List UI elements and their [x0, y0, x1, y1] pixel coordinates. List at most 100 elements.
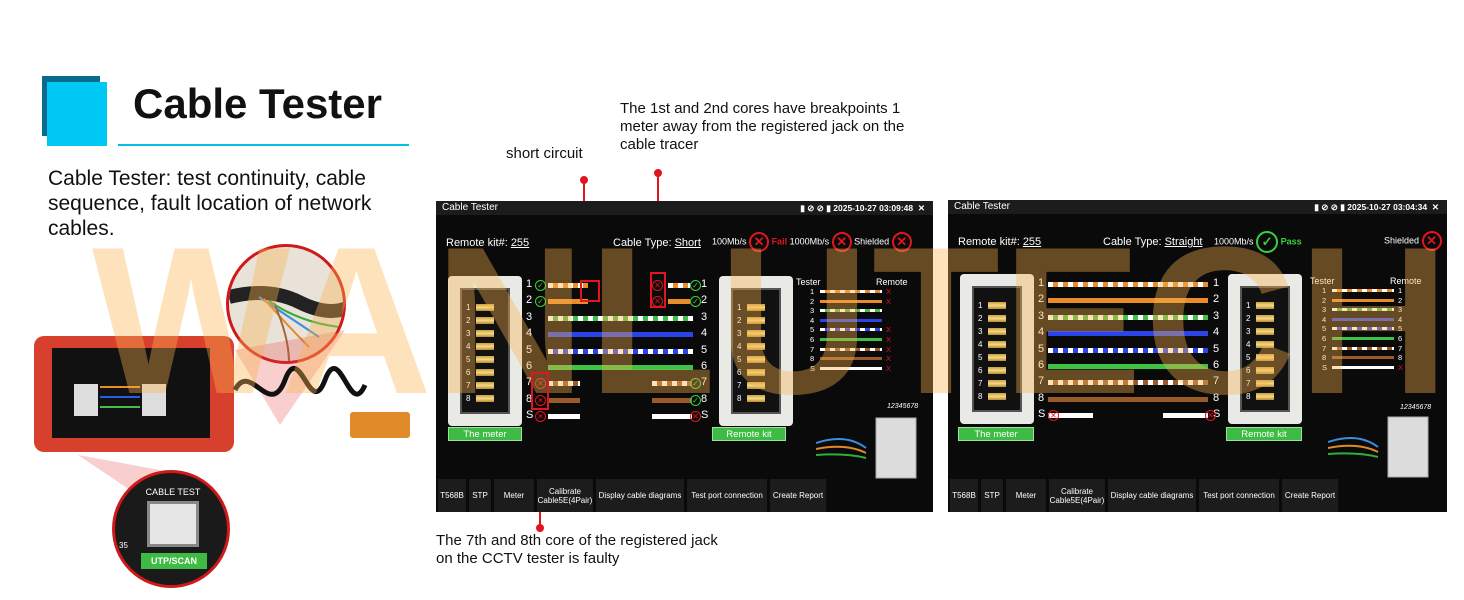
- utp-scan-button[interactable]: UTP/SCAN: [141, 553, 207, 569]
- remote-kit-button[interactable]: Remote kit: [1226, 427, 1302, 441]
- table-wire: [1332, 317, 1394, 321]
- table-tester-pin: 8: [1322, 353, 1327, 363]
- tab-calibrate-cable5e-4pair-[interactable]: Calibrate Cable5E(4Pair): [1049, 479, 1105, 512]
- wire-segment: [668, 299, 690, 305]
- tab-test-port-connection[interactable]: Test port connection: [687, 479, 767, 512]
- jack-pin: [747, 330, 765, 337]
- pin-number: 2: [978, 314, 983, 323]
- annotation-dot: [536, 524, 544, 532]
- table-tester-pin: S: [1322, 362, 1328, 372]
- close-icon[interactable]: ✕: [917, 203, 925, 213]
- pin-number: 7: [466, 381, 471, 390]
- cable-closeup-icon: [229, 286, 343, 361]
- wire-segment: [1048, 282, 1208, 287]
- wire-segment: [548, 283, 588, 288]
- table-tester-pin: 7: [810, 344, 815, 354]
- jack-pin: [988, 393, 1006, 400]
- tab-stp[interactable]: STP: [469, 479, 491, 512]
- table-tester-pin: 6: [1322, 334, 1327, 343]
- pin-number: 1: [466, 303, 471, 312]
- cable-type-label: Cable Type:: [613, 237, 672, 249]
- wire-segment: [1048, 314, 1208, 320]
- check-icon: ✓: [690, 296, 701, 308]
- tab-display-cable-diagrams[interactable]: Display cable diagrams: [1108, 479, 1196, 512]
- tab-t568b[interactable]: T568B: [438, 479, 466, 512]
- jack-pin: [1256, 315, 1274, 322]
- wire-segment: [548, 299, 588, 305]
- tab-display-cable-diagrams[interactable]: Display cable diagrams: [596, 479, 684, 512]
- wire-segment: [548, 381, 580, 387]
- jack-pin: [476, 356, 494, 363]
- tab-meter[interactable]: Meter: [1006, 479, 1046, 512]
- table-remote-pin: 1: [1398, 286, 1403, 295]
- tab-t568b[interactable]: T568B: [950, 479, 978, 512]
- jack-pin: [1256, 367, 1274, 374]
- status-area: ▮ ⊘ ⊘ ▮ 2025-10-27 03:09:48 ✕: [800, 203, 925, 213]
- tab-test-port-connection[interactable]: Test port connection: [1199, 479, 1279, 512]
- fail-icon: ✕: [749, 232, 770, 252]
- speed-1000: 1000Mb/s: [1214, 236, 1254, 247]
- remote-kit-button[interactable]: Remote kit: [712, 427, 786, 441]
- table-wire: [1332, 327, 1394, 331]
- cable-type-value: Short: [674, 237, 701, 249]
- remote-header: Remote: [876, 277, 908, 287]
- speed-1000: 1000Mb/s: [789, 236, 830, 247]
- tab-create-report[interactable]: Create Report: [1282, 479, 1338, 512]
- pin-number: 7: [737, 381, 742, 390]
- pin-label: 7: [701, 376, 708, 389]
- pin-label: 1: [701, 278, 708, 290]
- cable-coil-icon: [232, 366, 410, 438]
- serial-number: 12345678: [887, 403, 919, 410]
- pin-label: 5: [526, 343, 533, 356]
- tab-meter[interactable]: Meter: [494, 479, 534, 512]
- wire-segment: [1048, 298, 1208, 304]
- tab-create-report[interactable]: Create Report: [770, 479, 826, 512]
- tab-stp[interactable]: STP: [981, 479, 1003, 512]
- error-icon: ✕: [652, 280, 663, 291]
- wire-segment: [548, 414, 580, 420]
- table-remote-pin: X: [886, 344, 892, 354]
- jack-pin: [988, 341, 1006, 348]
- tab-calibrate-cable5e-4pair-[interactable]: Calibrate Cable5E(4Pair): [537, 479, 593, 512]
- pin-number: 5: [737, 355, 742, 364]
- close-icon[interactable]: ✕: [1431, 202, 1439, 212]
- wire-segment: [668, 283, 690, 288]
- pin-label: 4: [1038, 326, 1045, 339]
- table-remote-pin: X: [886, 325, 892, 335]
- wire-segment: [548, 397, 580, 403]
- port-title: CABLE TEST: [145, 487, 201, 497]
- wire-segment: [652, 414, 692, 420]
- pin-label: 4: [1213, 326, 1220, 339]
- pin-label: 4: [526, 327, 533, 340]
- pin-number: 1: [737, 303, 742, 312]
- pass-icon: ✓: [1256, 231, 1279, 253]
- remote-header: Remote: [1390, 276, 1422, 286]
- pin-label: 3: [1038, 309, 1045, 322]
- table-remote-pin: 8: [1398, 353, 1403, 363]
- rj45-plug-icon: [1328, 416, 1429, 478]
- pin-label: 8: [1213, 391, 1220, 404]
- pin-number: 2: [737, 316, 742, 325]
- meter-button[interactable]: The meter: [958, 427, 1034, 441]
- pin-number: 8: [737, 394, 742, 403]
- table-remote-pin: 4: [1398, 314, 1403, 324]
- fail-icon: ✕: [891, 232, 912, 252]
- table-remote-pin: X: [886, 354, 892, 364]
- jack-pin: [747, 382, 765, 389]
- pin-number: 4: [737, 342, 742, 351]
- meter-button[interactable]: The meter: [448, 427, 522, 441]
- jack-pin: [988, 315, 1006, 322]
- pin-label: 8: [526, 392, 533, 405]
- tester-header: Tester: [1310, 276, 1335, 286]
- pin-label: S: [701, 409, 709, 422]
- pin-number: 6: [466, 368, 471, 377]
- jack-pin: [747, 304, 765, 311]
- result-fail: Fail: [771, 236, 788, 247]
- short-circuit-marker: [580, 280, 600, 302]
- pin-number: 2: [466, 316, 471, 325]
- check-icon: ✓: [535, 296, 546, 308]
- device-screen: [52, 348, 210, 438]
